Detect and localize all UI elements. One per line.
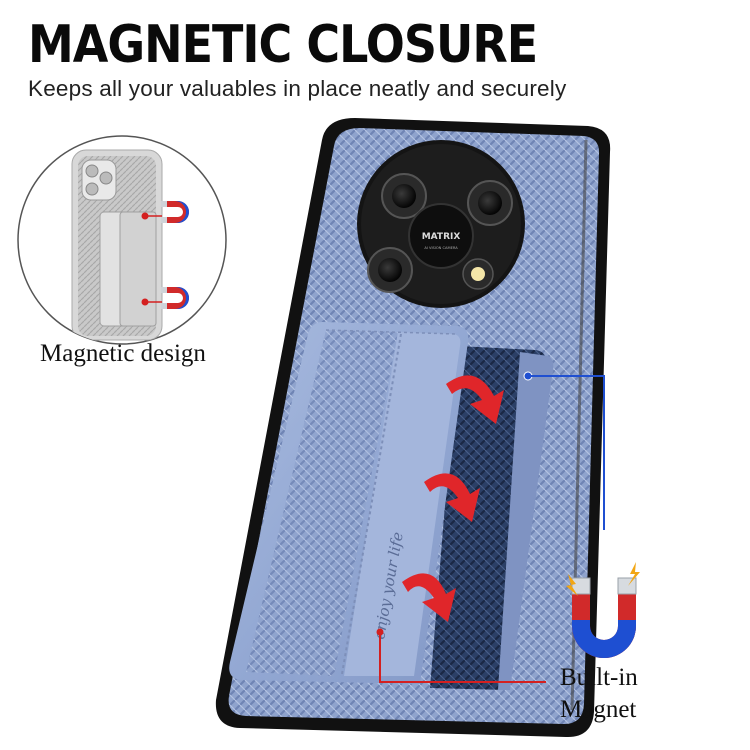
camera-subtext-label: AI VISION CAMERA bbox=[424, 246, 458, 250]
horseshoe-magnet-icon bbox=[571, 577, 637, 658]
magnetic-field-spark-icon bbox=[566, 562, 640, 596]
magnetic-design-caption: Magnetic design bbox=[40, 340, 206, 367]
built-in-caption-line2: Magnet bbox=[560, 696, 637, 723]
camera-module: MATRIX AI VISION CAMERA bbox=[357, 140, 525, 308]
page-title: MAGNETIC CLOSURE bbox=[28, 14, 538, 75]
page-subtitle: Keeps all your valuables in place neatly… bbox=[28, 76, 567, 101]
built-in-caption-line1: Built-in bbox=[560, 664, 638, 691]
red-curved-arrow-icon bbox=[424, 473, 480, 522]
magnetic-design-inset bbox=[17, 135, 227, 345]
camera-brand-label: MATRIX bbox=[422, 232, 461, 242]
red-curved-arrow-icon bbox=[446, 375, 504, 424]
magnet-pointer-blue bbox=[523, 371, 605, 530]
built-in-magnet-caption: Built-in Magnet bbox=[560, 662, 638, 726]
card-holder-wallet: enjoy your life bbox=[229, 322, 469, 684]
magnet-pointer-red bbox=[376, 628, 546, 683]
horseshoe-magnet-icon bbox=[161, 287, 189, 309]
phone-case: MATRIX AI VISION CAMERA enjoy your life bbox=[215, 118, 611, 738]
red-curved-arrow-icon bbox=[402, 573, 456, 622]
horseshoe-magnet-icon bbox=[161, 201, 189, 223]
